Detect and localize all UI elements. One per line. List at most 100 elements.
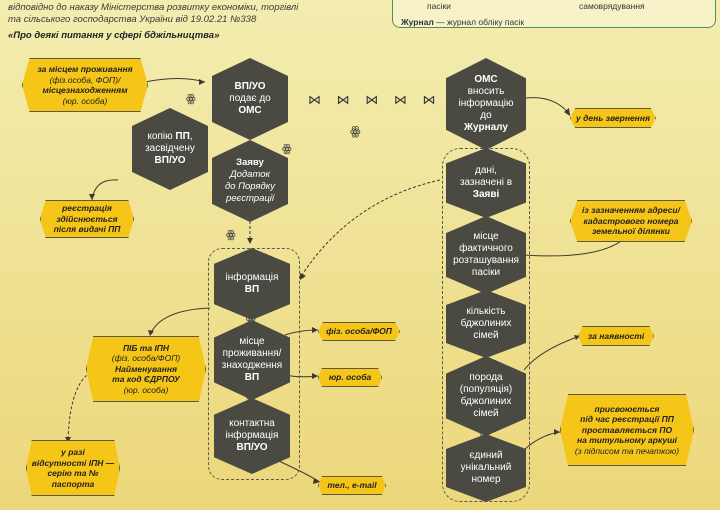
to-text: до	[480, 110, 492, 121]
day-text: у день звернення	[576, 112, 650, 123]
single-text: єдиний	[469, 450, 503, 461]
noipn-line-2: відсутності ІПН —	[31, 457, 115, 468]
tag-availability: за наявності	[578, 326, 654, 346]
specified-text: зазначені в	[459, 177, 513, 188]
tag-contact: тел., e-mail	[318, 476, 386, 495]
assign-line-2: під час реєстрації ПП	[580, 414, 674, 425]
residence-line-2: (фіз.особа, ФОП)/	[49, 74, 121, 85]
application-title: Заяву	[236, 157, 264, 168]
tag-legal: юр. особа	[318, 368, 382, 387]
pib-line-5: (юр. особа)	[123, 384, 169, 395]
unique-text: унікальний	[460, 462, 512, 473]
legend-word-1: пасіки	[427, 1, 451, 11]
actual-text: фактичного	[459, 243, 513, 254]
certified-text: засвідчену	[145, 143, 195, 154]
pib-line-2: (фіз. особа/ФОП)	[111, 353, 181, 364]
addr-line-1: із зазначенням адреси/	[582, 205, 680, 216]
reg-line-1: реєстрація	[62, 203, 112, 214]
contact-tag-text: тел., e-mail	[327, 480, 377, 491]
info-text: інформація	[225, 272, 279, 283]
location-text: знаходження	[221, 360, 283, 371]
noipn-line-4: паспорта	[51, 478, 95, 489]
journal-text: Журналу	[464, 122, 508, 133]
assign-line-1: присвоюється	[594, 403, 660, 414]
contact-text: контактна	[229, 418, 275, 429]
registration-text: реєстрації	[225, 193, 275, 204]
count-families-text: сімей	[473, 330, 499, 341]
residence-line-3: місцезнаходженням	[42, 85, 128, 95]
individual-text: фіз. особа/ФОП	[326, 326, 392, 337]
place-vp-text: ВП	[244, 372, 260, 383]
header-title: «Про деякі питання у сфері бджільництва»	[8, 30, 220, 41]
residence-line-4: (юр. особа)	[62, 95, 108, 106]
bee-row-icon: ⋈ ⋈ ⋈ ⋈ ⋈	[308, 92, 442, 107]
comma-text: ,	[189, 131, 193, 142]
number-text: номер	[471, 474, 501, 485]
oms-label: ОМС	[238, 105, 262, 116]
residence-line-1: за місцем проживання	[37, 64, 133, 74]
assign-line-5: (з підписом та печаткою)	[574, 445, 680, 456]
breed-text: порода	[469, 372, 503, 383]
breed-bee-text: бджолиних	[460, 396, 512, 407]
contact-info-text: інформація	[225, 430, 279, 441]
avail-text: за наявності	[587, 330, 645, 341]
pib-line-3: Найменування	[115, 363, 177, 374]
reg-line-3: після видачі ПП	[53, 224, 121, 235]
appendix-text: Додаток	[229, 169, 271, 180]
legend-box: пасіки самоврядування Журнал — журнал об…	[392, 0, 716, 28]
enters-text: вносить	[467, 86, 505, 97]
legend-journal: Журнал — журнал обліку пасік	[401, 17, 524, 27]
tag-residence: за місцем проживання(фіз.особа, ФОП)/міс…	[22, 58, 148, 112]
assign-line-4: на титульному аркуші	[576, 435, 678, 446]
data-text: дані,	[475, 165, 497, 176]
oms-title: ОМС	[474, 74, 498, 85]
noipn-line-1: у разі	[61, 447, 85, 457]
bee-icon: ꙮ	[350, 124, 361, 138]
place-text: місце	[239, 336, 265, 347]
journal-term: Журнал	[401, 17, 434, 27]
placement-text: розташування	[453, 255, 519, 266]
bee-icon: ꙮ	[226, 229, 236, 241]
information-text: інформацію	[458, 98, 514, 109]
header-line-2: та сільського господарства України від 1…	[8, 14, 257, 25]
to-procedure-text: до Порядку	[224, 181, 276, 192]
apiary-text: пасіки	[471, 267, 501, 278]
breed-families-text: сімей	[473, 408, 499, 419]
copy-text: копію	[147, 131, 176, 142]
copy-applicant-text: ВП/УО	[154, 155, 186, 166]
legend-word-2: самоврядування	[579, 1, 645, 11]
applicant-info-group	[208, 248, 300, 480]
header-text: відповідно до наказу Міністерства розвит…	[8, 2, 368, 26]
legal-text: юр. особа	[328, 372, 372, 383]
tag-individual: фіз. особа/ФОП	[318, 322, 400, 341]
population-text: (популяція)	[459, 384, 513, 395]
assign-line-3: проставляється ПО	[581, 424, 673, 435]
noipn-line-3: серію та №	[47, 468, 99, 478]
contact-applicant-text: ВП/УО	[236, 442, 268, 453]
application-ref-text: Заяві	[472, 189, 500, 200]
bee-icon: ꙮ	[186, 93, 196, 105]
tag-day: у день звернення	[570, 108, 656, 128]
loc-place-text: місце	[473, 231, 499, 242]
pp-text: ПП	[175, 131, 190, 142]
addr-line-2: кадастрового номера	[583, 215, 679, 226]
info-vp-text: ВП	[244, 284, 260, 295]
reg-line-2: здійснюється	[56, 213, 118, 224]
header-line-1: відповідно до наказу Міністерства розвит…	[8, 2, 299, 13]
pib-line-1: ПІБ та ІПН	[122, 342, 170, 353]
